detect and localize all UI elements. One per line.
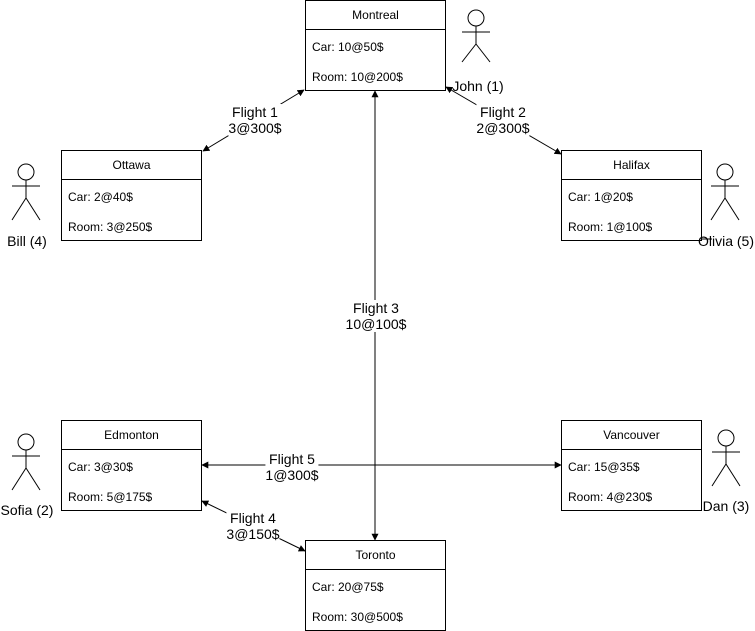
city-car-halifax: Car: 1@20$ [568, 190, 633, 204]
person-label-dan: Dan (3) [702, 498, 750, 514]
john-actor-icon [461, 9, 491, 63]
dan-actor-icon [711, 429, 741, 487]
city-box-edmonton: Edmonton Car: 3@30$ Room: 5@175$ [61, 420, 202, 511]
flight-4-name: Flight 4 [230, 510, 276, 526]
city-car-ottawa: Car: 2@40$ [68, 190, 133, 204]
city-room-montreal: Room: 10@200$ [312, 70, 403, 84]
flight-1-capacity: 3@300$ [228, 120, 282, 136]
city-room-vancouver: Room: 4@230$ [568, 490, 653, 504]
city-room-toronto: Room: 30@500$ [312, 610, 403, 624]
olivia-actor-icon [710, 163, 740, 221]
flight-1-label: Flight 1 3@300$ [228, 104, 282, 136]
flight-3-name: Flight 3 [353, 300, 399, 316]
flight-2-capacity: 2@300$ [476, 120, 530, 136]
city-box-halifax: Halifax Car: 1@20$ Room: 1@100$ [561, 150, 702, 241]
city-name-vancouver: Vancouver [562, 421, 701, 450]
flight-4-capacity: 3@150$ [226, 526, 280, 542]
flight-2-label: Flight 2 2@300$ [476, 104, 530, 136]
city-box-ottawa: Ottawa Car: 2@40$ Room: 3@250$ [61, 150, 202, 241]
flight-3-label: Flight 3 10@100$ [345, 300, 407, 332]
flight-2-name: Flight 2 [480, 104, 526, 120]
city-name-toronto: Toronto [306, 541, 445, 570]
flight-5-label: Flight 5 1@300$ [265, 451, 319, 483]
person-label-bill: Bill (4) [7, 233, 47, 249]
city-car-vancouver: Car: 15@35$ [568, 460, 640, 474]
city-box-montreal: Montreal Car: 10@50$ Room: 10@200$ [305, 0, 446, 91]
person-label-olivia: Olivia (5) [697, 233, 755, 249]
city-box-toronto: Toronto Car: 20@75$ Room: 30@500$ [305, 540, 446, 631]
city-room-halifax: Room: 1@100$ [568, 220, 653, 234]
flight-5-name: Flight 5 [269, 451, 315, 467]
flight-4-label: Flight 4 3@150$ [226, 510, 280, 542]
city-car-edmonton: Car: 3@30$ [68, 460, 133, 474]
city-name-ottawa: Ottawa [62, 151, 201, 180]
city-room-ottawa: Room: 3@250$ [68, 220, 153, 234]
city-name-halifax: Halifax [562, 151, 701, 180]
city-box-vancouver: Vancouver Car: 15@35$ Room: 4@230$ [561, 420, 702, 511]
city-car-montreal: Car: 10@50$ [312, 40, 384, 54]
flight-1-name: Flight 1 [232, 104, 278, 120]
city-name-edmonton: Edmonton [62, 421, 201, 450]
city-room-edmonton: Room: 5@175$ [68, 490, 153, 504]
sofia-actor-icon [11, 433, 41, 491]
person-label-sofia: Sofia (2) [0, 502, 54, 518]
city-name-montreal: Montreal [306, 1, 445, 30]
city-car-toronto: Car: 20@75$ [312, 580, 384, 594]
bill-actor-icon [11, 163, 41, 221]
flight-3-capacity: 10@100$ [345, 316, 407, 332]
person-label-john: John (1) [452, 78, 504, 94]
flight-5-capacity: 1@300$ [265, 467, 319, 483]
